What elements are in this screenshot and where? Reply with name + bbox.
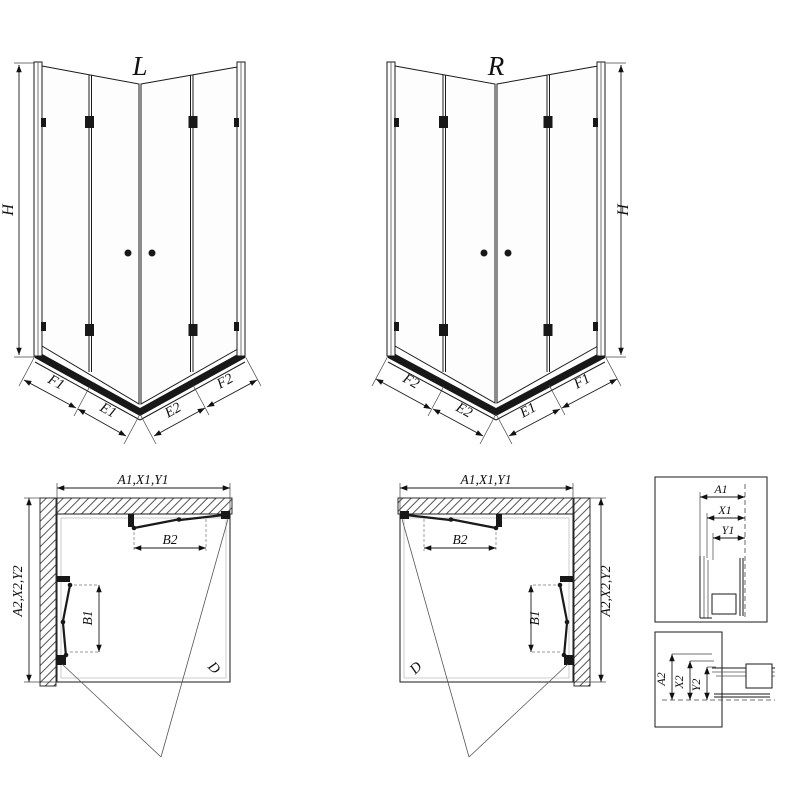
dim-label-f1: F1 bbox=[570, 371, 593, 393]
tray-outline bbox=[56, 513, 231, 683]
b2-dimension bbox=[423, 519, 497, 551]
dim-label-d: D bbox=[204, 658, 224, 678]
tray-inner-rim bbox=[403, 517, 570, 679]
width-dimension bbox=[56, 483, 231, 514]
wall-profile-section bbox=[712, 663, 775, 698]
variant-label: R bbox=[487, 51, 505, 81]
bottom-profile-right bbox=[140, 350, 245, 416]
tray-outline bbox=[399, 513, 574, 683]
bottom-profile-left bbox=[388, 350, 496, 416]
dim-label-y2: Y2 bbox=[689, 679, 703, 692]
dim-label-y1: Y1 bbox=[722, 523, 735, 537]
top-bifold-door bbox=[400, 511, 502, 531]
side-bifold-door bbox=[56, 576, 73, 665]
plan-view-left: A1,X1,Y1 A2,X2,Y2 B2 B1 D bbox=[10, 472, 233, 758]
bottom-profile-left bbox=[35, 350, 140, 416]
detail-box bbox=[654, 476, 768, 623]
dim-label-x2: X2 bbox=[672, 675, 686, 689]
depth-dimension bbox=[573, 497, 606, 683]
side-bifold-door bbox=[557, 576, 574, 665]
b1-dimension bbox=[528, 584, 560, 653]
dim-label-depth: A2,X2,Y2 bbox=[598, 565, 613, 617]
wall-right bbox=[573, 497, 591, 687]
dim-label-f2: F2 bbox=[213, 371, 236, 393]
hinges bbox=[41, 116, 239, 336]
plan-view-right: A1,X1,Y1 A2,X2,Y2 B2 B1 D bbox=[397, 472, 613, 758]
depth-dimension bbox=[24, 497, 57, 683]
wall-top bbox=[397, 497, 574, 515]
bottom-dimensions bbox=[371, 355, 622, 445]
dim-label-x1: X1 bbox=[717, 503, 731, 517]
door-knob bbox=[148, 249, 156, 257]
dim-label-b1: B1 bbox=[80, 611, 95, 626]
dim-label-d: D bbox=[406, 658, 426, 678]
iso-view-right: R H F2 E2 E1 F1 bbox=[371, 51, 632, 445]
bottom-profile-right bbox=[496, 350, 605, 416]
wall-top bbox=[56, 497, 233, 515]
dim-label-b2: B2 bbox=[163, 532, 178, 547]
b1-dimension bbox=[70, 584, 102, 653]
wall-left bbox=[39, 497, 57, 687]
door-swing-lines bbox=[61, 518, 229, 758]
top-bifold-door bbox=[128, 511, 230, 531]
hinges bbox=[394, 116, 598, 336]
height-dimension bbox=[606, 62, 626, 358]
width-dimension bbox=[399, 483, 574, 514]
dim-label-e1: E1 bbox=[96, 399, 119, 421]
dim-label-width: A1,X1,Y1 bbox=[116, 472, 168, 487]
dim-label-depth: A2,X2,Y2 bbox=[10, 565, 25, 617]
door-swing-lines bbox=[401, 518, 569, 758]
height-dimension bbox=[14, 62, 34, 358]
detail-box bbox=[654, 631, 723, 728]
dim-label-b2: B2 bbox=[453, 532, 468, 547]
detail-width-profile: A1 X1 Y1 bbox=[654, 476, 768, 623]
b2-dimension bbox=[133, 519, 207, 551]
dim-label-e2: E2 bbox=[161, 400, 184, 422]
door-knob bbox=[480, 249, 488, 257]
dim-label-a2: A2 bbox=[654, 672, 668, 686]
dim-label-f1: F1 bbox=[44, 371, 67, 393]
dim-label-e1: E1 bbox=[516, 400, 539, 422]
dim-label-e2: E2 bbox=[452, 399, 475, 421]
height-dim-label: H bbox=[0, 203, 17, 217]
dim-label-b1: B1 bbox=[527, 611, 542, 626]
dim-label-f2: F2 bbox=[399, 370, 422, 392]
door-knob bbox=[124, 249, 132, 257]
door-knob bbox=[504, 249, 512, 257]
tray-inner-rim bbox=[60, 517, 227, 679]
dim-label-width: A1,X1,Y1 bbox=[459, 472, 511, 487]
wall-profile-section bbox=[699, 556, 744, 619]
dim-label-a1: A1 bbox=[713, 482, 727, 496]
height-dim-label: H bbox=[615, 203, 632, 217]
variant-label: L bbox=[131, 51, 147, 81]
detail-depth-profile: A2 X2 Y2 bbox=[654, 631, 775, 728]
iso-view-left: L H F1 E1 E2 F2 bbox=[0, 51, 262, 445]
bottom-dimensions bbox=[18, 355, 262, 445]
